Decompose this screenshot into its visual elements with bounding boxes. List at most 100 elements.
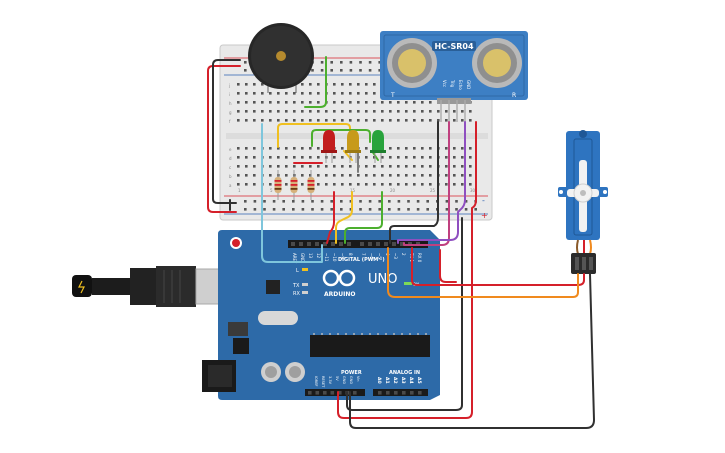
hole bbox=[359, 61, 362, 64]
wire-green-jumper bbox=[311, 129, 371, 147]
sensor-pin-vcc: Vcc bbox=[442, 80, 447, 87]
hole bbox=[320, 200, 324, 203]
hole bbox=[389, 147, 392, 150]
hole bbox=[341, 101, 344, 104]
hole bbox=[330, 200, 333, 203]
hole bbox=[464, 208, 468, 211]
hole bbox=[317, 92, 320, 95]
hole bbox=[461, 183, 464, 186]
hole bbox=[277, 92, 280, 95]
hole bbox=[341, 92, 344, 95]
pin-8: 8 bbox=[348, 253, 353, 256]
hole bbox=[421, 101, 424, 104]
arduino-brand: ARDUINO bbox=[324, 291, 355, 298]
hole bbox=[469, 147, 472, 150]
hole bbox=[317, 119, 320, 122]
sensor-pin-trig: Trig bbox=[450, 79, 455, 88]
hole bbox=[384, 242, 388, 246]
hole bbox=[277, 101, 280, 104]
pin-7: 7 bbox=[361, 253, 366, 256]
pin-2: 2 bbox=[401, 253, 406, 256]
hole bbox=[461, 119, 464, 122]
hole bbox=[421, 147, 424, 150]
hole bbox=[269, 183, 272, 186]
hole bbox=[365, 101, 368, 104]
hole bbox=[386, 391, 390, 395]
hole bbox=[253, 208, 257, 211]
hole bbox=[245, 101, 248, 104]
hole bbox=[333, 165, 336, 168]
hole bbox=[402, 391, 406, 395]
pin-a0: A0 bbox=[376, 377, 382, 384]
breadboard-col-25: 25 bbox=[430, 188, 436, 193]
hole bbox=[461, 147, 464, 150]
hole bbox=[469, 183, 472, 186]
resistor-2 bbox=[290, 170, 298, 200]
hole bbox=[416, 208, 420, 211]
hole bbox=[237, 119, 240, 122]
hole bbox=[397, 147, 400, 150]
breadboard-label-a: a bbox=[229, 183, 232, 188]
hole bbox=[429, 165, 432, 168]
hole bbox=[368, 69, 372, 72]
hole bbox=[445, 183, 448, 186]
hole bbox=[429, 147, 432, 150]
hole bbox=[413, 119, 416, 122]
hole bbox=[397, 156, 400, 159]
hole bbox=[359, 208, 362, 211]
hole bbox=[333, 110, 336, 113]
hole bbox=[301, 92, 304, 95]
hole bbox=[357, 183, 360, 186]
hole bbox=[445, 165, 448, 168]
pin-6: ~6 bbox=[369, 253, 374, 259]
hole bbox=[301, 165, 304, 168]
hole bbox=[269, 147, 272, 150]
hole bbox=[309, 119, 312, 122]
hole bbox=[357, 119, 360, 122]
pin-a2: A2 bbox=[392, 377, 398, 384]
hole bbox=[418, 391, 422, 395]
hole bbox=[237, 156, 240, 159]
hole bbox=[373, 174, 376, 177]
hole bbox=[397, 119, 400, 122]
breadboard-rail-plus: + bbox=[481, 211, 488, 220]
hole bbox=[349, 200, 353, 203]
pin-a5: A5 bbox=[416, 377, 422, 384]
hole bbox=[341, 119, 344, 122]
wire-red-servo-power bbox=[411, 247, 585, 286]
hole bbox=[365, 174, 368, 177]
hole bbox=[277, 119, 280, 122]
hole bbox=[389, 174, 392, 177]
led-label-l: L bbox=[296, 268, 299, 274]
hole bbox=[365, 183, 368, 186]
hole bbox=[323, 391, 327, 395]
hole bbox=[320, 208, 324, 211]
hole bbox=[285, 174, 288, 177]
hole bbox=[293, 165, 296, 168]
hole bbox=[317, 147, 320, 150]
hole bbox=[309, 174, 312, 177]
hole bbox=[353, 391, 357, 395]
analog-label: ANALOG IN bbox=[389, 370, 420, 376]
wire-black-buzzer-rail bbox=[212, 59, 241, 204]
hole bbox=[373, 110, 376, 113]
servo-leads bbox=[576, 239, 592, 255]
hole bbox=[373, 183, 376, 186]
hole bbox=[333, 183, 336, 186]
hole bbox=[285, 119, 288, 122]
hole bbox=[253, 110, 256, 113]
hole bbox=[245, 92, 248, 95]
wire-orange-servo-signal bbox=[387, 247, 579, 298]
hole bbox=[461, 165, 464, 168]
hole bbox=[269, 92, 272, 95]
hole bbox=[237, 83, 240, 86]
hole bbox=[245, 83, 248, 86]
transducer-left bbox=[387, 38, 437, 88]
breadboard-label-b: b bbox=[229, 174, 232, 179]
hole bbox=[365, 156, 368, 159]
hole bbox=[309, 101, 312, 104]
hole bbox=[357, 101, 360, 104]
hole bbox=[349, 69, 353, 72]
hole bbox=[413, 156, 416, 159]
